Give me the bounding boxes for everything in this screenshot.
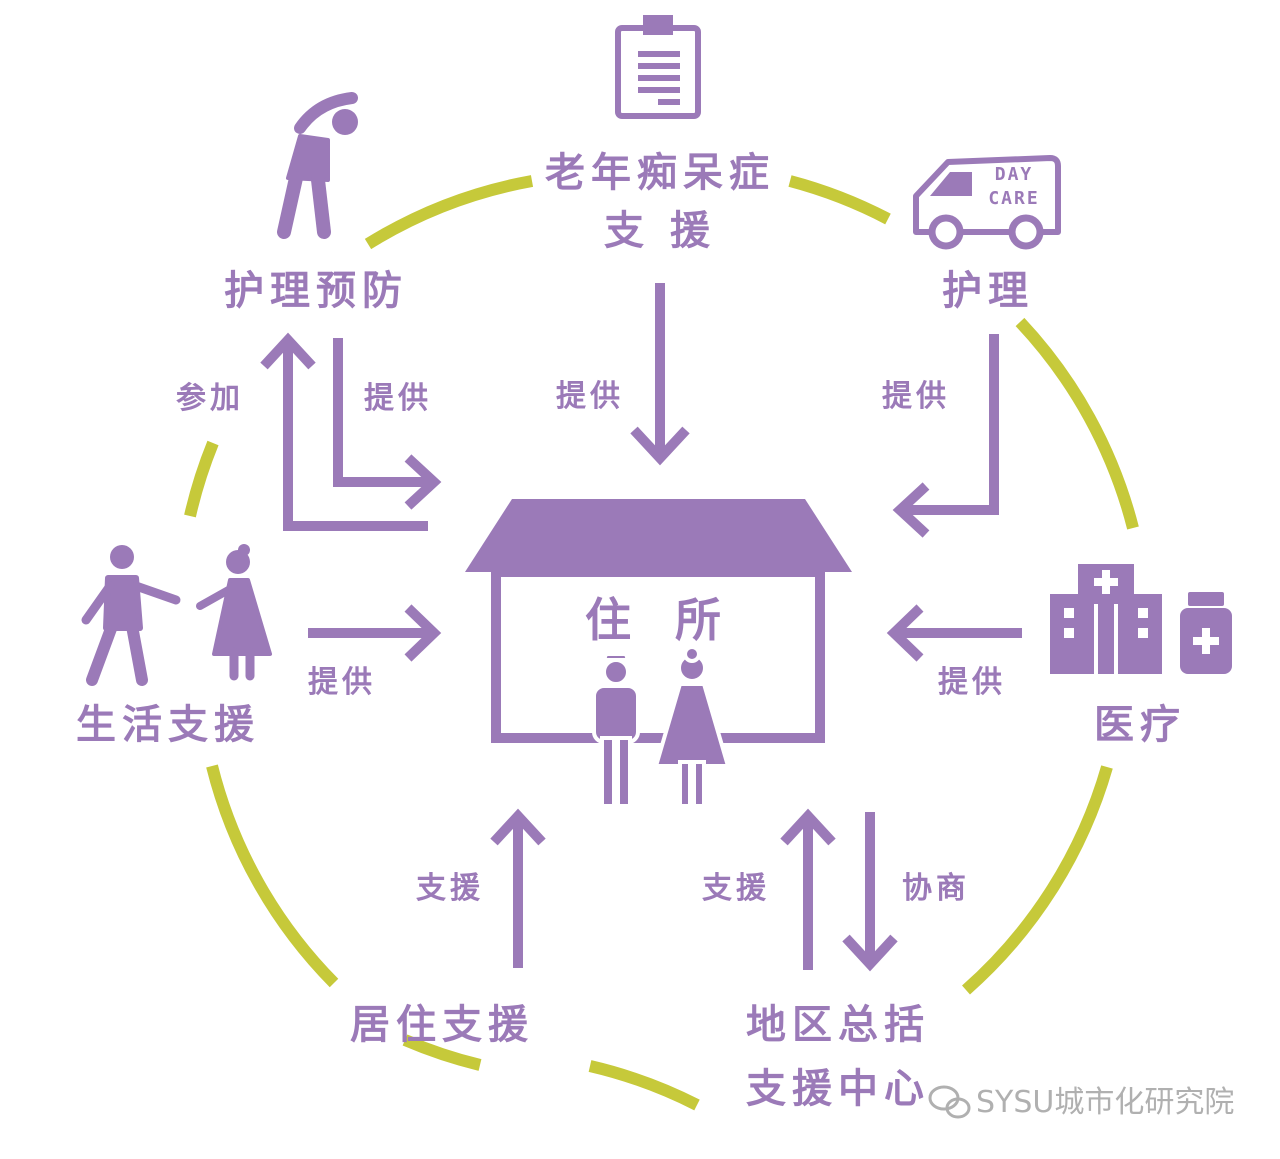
arrow-living-provide [308,604,442,662]
ring-arc-right-lower [962,765,1113,995]
house-roof [465,499,852,572]
node-care: 护理 [942,268,1034,314]
man-icon [592,652,640,808]
hospital-icon [1050,564,1232,674]
ring-arc-right [1015,317,1139,530]
edge-living-provide: 提供 [308,665,376,700]
node-prevention: 护理预防 [224,268,408,314]
node-center-line1: 地区总括 [746,1002,930,1048]
node-dementia-line2: 支 援 [604,208,716,254]
node-medical: 医疗 [1094,702,1186,748]
wechat-icon [928,1085,971,1119]
edge-prevention-provide: 提供 [364,381,432,416]
edge-housing-support: 支援 [416,871,484,906]
arrow-participate [260,332,428,531]
clipboard-icon [615,15,701,119]
node-center-line2: 支援中心 [746,1066,930,1112]
arrow-prevention-provide [333,338,442,510]
center-label: 住 所 [585,593,735,647]
edge-dementia-provide: 提供 [556,379,624,414]
ring-arc-top-left [364,175,534,250]
helping-people-icon [81,544,272,686]
ring-arc-bottom-left-2 [402,1034,482,1071]
edge-center-support: 支援 [702,871,770,906]
node-living: 生活支援 [76,702,260,748]
house-wall [491,567,825,743]
edge-medical-provide: 提供 [938,665,1006,700]
edge-care-provide: 提供 [882,379,950,414]
arrow-care-provide [892,334,999,538]
ring-arc-bottom-left [206,764,339,988]
house: 住 所 [465,499,852,808]
arrow-center-up [780,808,836,970]
edge-center-consult: 协商 [902,871,970,906]
ring-arc-top-right [788,175,891,225]
daycare-van-icon: DAY CARE [913,155,1061,250]
watermark-text: SYSU城市化研究院 [976,1085,1234,1120]
node-housing: 居住支援 [350,1002,534,1048]
woman-icon [653,645,731,808]
ring-arc-bottom [588,1060,700,1111]
watermark: SYSU城市化研究院 [928,1085,1234,1120]
arrow-medical-provide [886,604,1022,662]
arrow-center-down [842,812,898,972]
ring [184,175,1139,1111]
stretching-person-icon [277,92,358,239]
van-text-care: CARE [988,188,1039,209]
ring-arc-left [184,440,219,518]
arrows [260,283,1022,972]
edge-participate: 参加 [176,381,244,416]
arrow-dementia-down [630,283,690,466]
node-dementia-line1: 老年痴呆症 [545,150,775,196]
arrow-housing-up [490,808,546,968]
van-text-day: DAY [995,164,1034,185]
